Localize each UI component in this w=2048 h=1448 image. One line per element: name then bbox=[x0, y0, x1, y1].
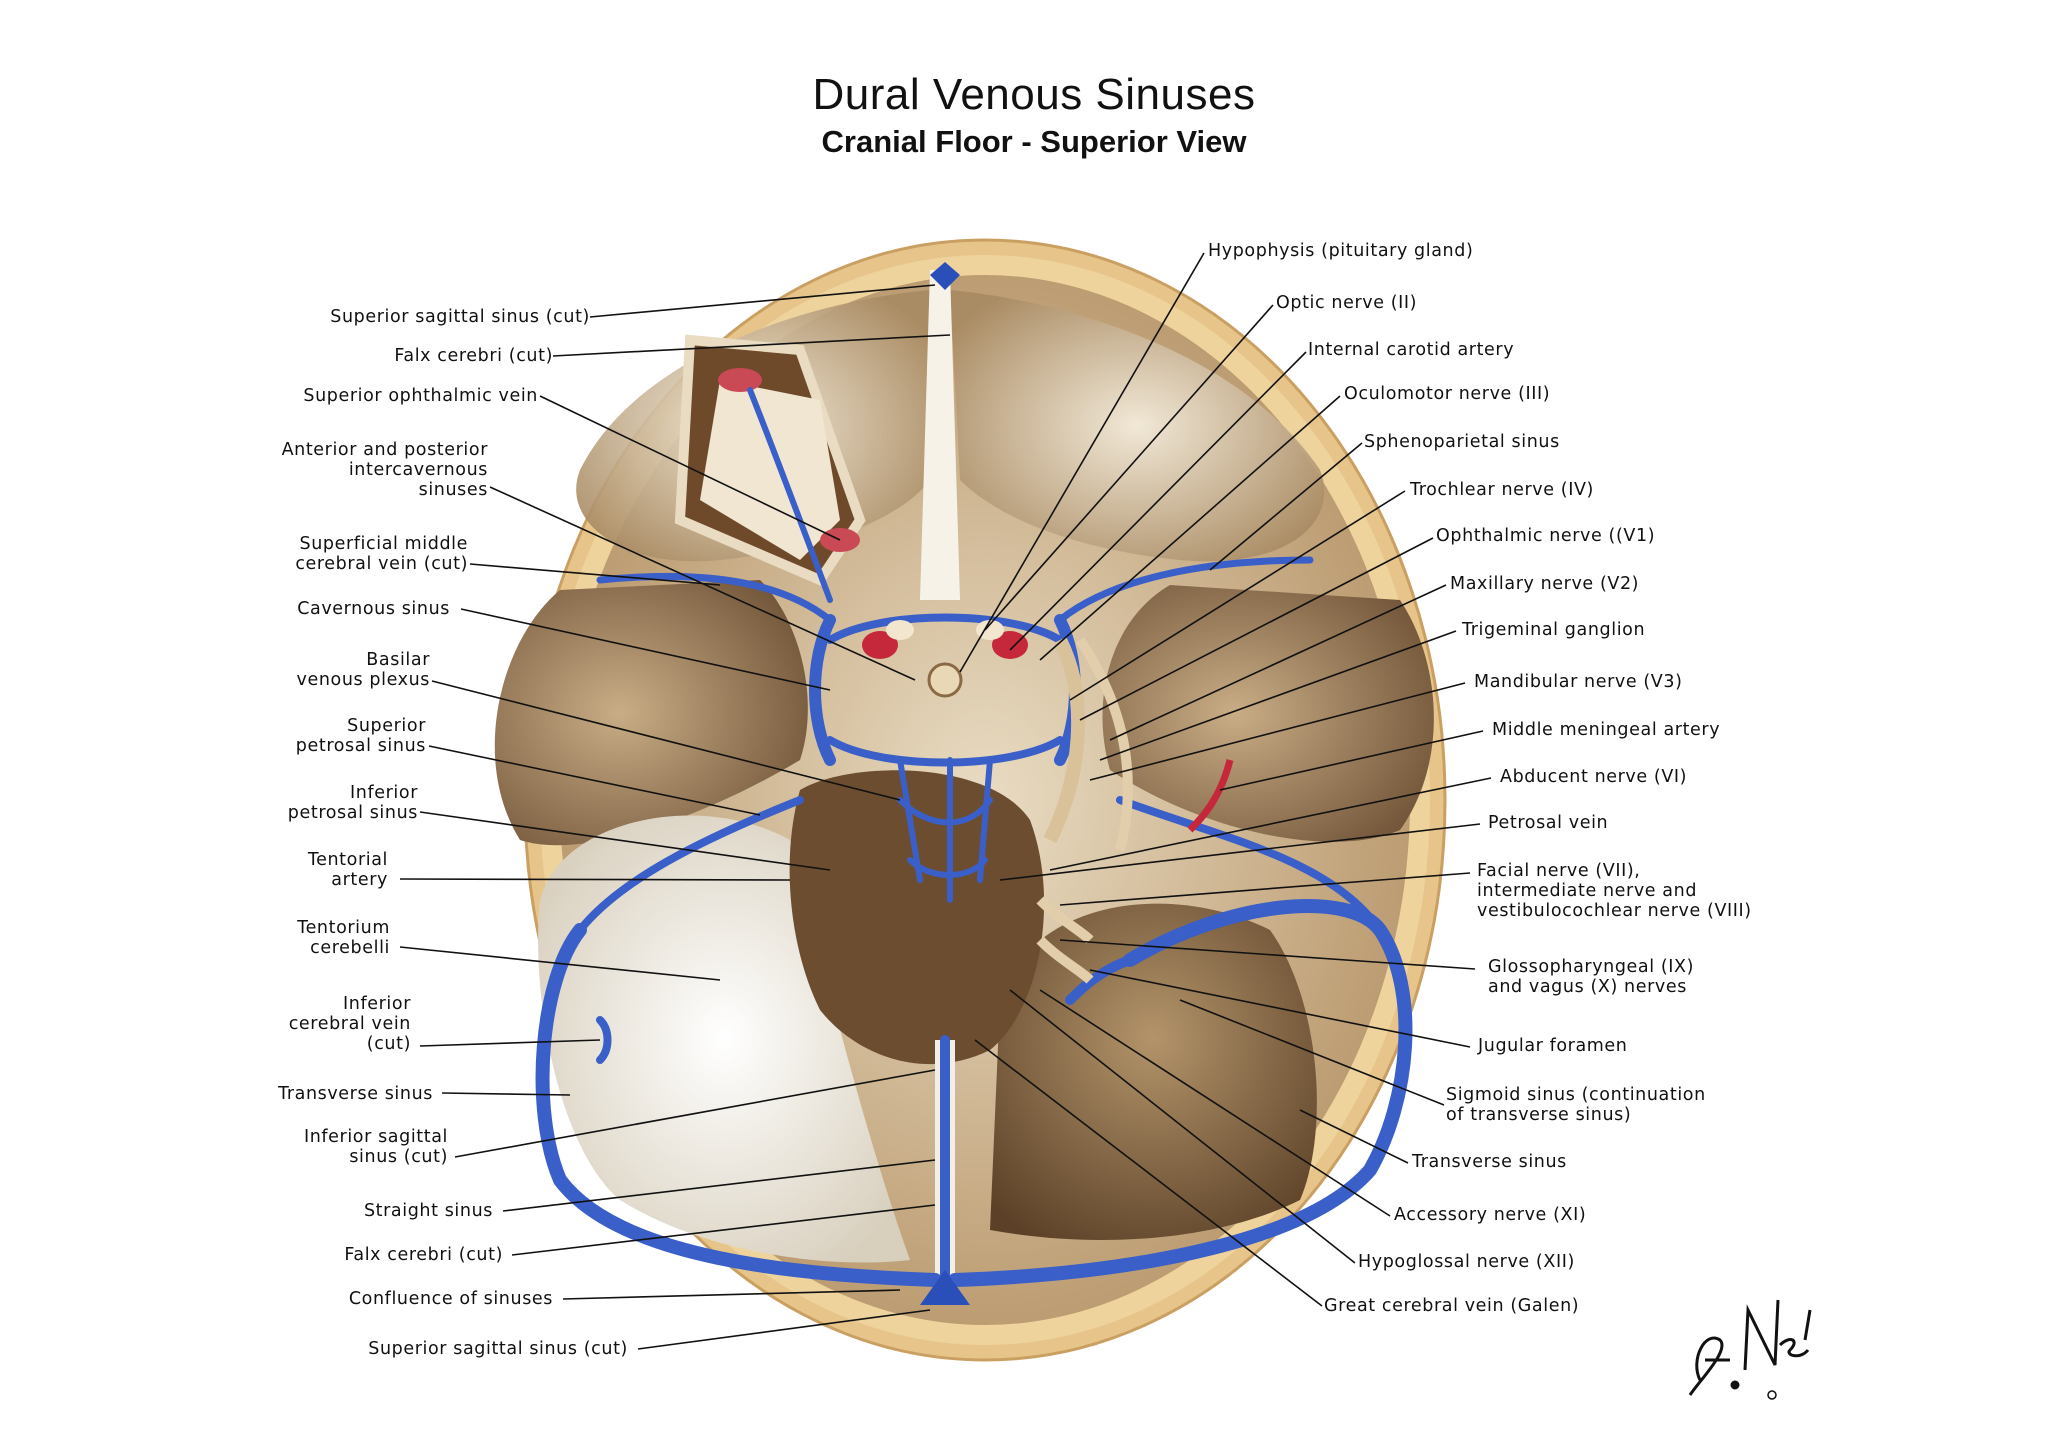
transverse-sinus-right-path bbox=[948, 899, 1413, 1287]
superior-sagittal-top-shape bbox=[930, 262, 960, 290]
sigmoid-sinus-path bbox=[1065, 955, 1135, 1005]
label-straight-sinus: Straight sinus bbox=[363, 1201, 493, 1221]
label-falx-cerebri-cut-top: Falx cerebri (cut) bbox=[394, 346, 553, 366]
crista-falx-anterior bbox=[920, 270, 960, 600]
label-facial-nerve: Facial nerve (VII), intermediate nerve a… bbox=[1477, 861, 1752, 921]
basilar-plexus bbox=[897, 757, 993, 903]
label-sphenoparietal-sinus: Sphenoparietal sinus bbox=[1364, 432, 1560, 452]
label-basilar-venous-plexus: Basilar venous plexus bbox=[296, 650, 430, 690]
label-great-cerebral-vein: Great cerebral vein (Galen) bbox=[1324, 1296, 1580, 1316]
label-inferior-sagittal-sinus: Inferior sagittal sinus (cut) bbox=[303, 1127, 448, 1167]
label-petrosal-vein: Petrosal vein bbox=[1488, 813, 1609, 833]
label-transverse-sinus-right: Transverse sinus bbox=[1412, 1152, 1567, 1172]
label-accessory-nerve: Accessory nerve (XI) bbox=[1394, 1205, 1587, 1225]
confluence-of-sinuses-shape bbox=[920, 1270, 970, 1305]
label-optic-nerve: Optic nerve (II) bbox=[1276, 293, 1418, 313]
label-superior-sagittal-sinus-cut-bottom: Superior sagittal sinus (cut) bbox=[368, 1339, 628, 1359]
label-maxillary-nerve: Maxillary nerve (V2) bbox=[1450, 574, 1640, 594]
middle-fossa-left bbox=[494, 580, 808, 846]
label-trigeminal-ganglion: Trigeminal ganglion bbox=[1462, 620, 1646, 640]
label-tentorium-cerebelli: Tentorium cerebelli bbox=[297, 918, 390, 958]
label-middle-meningeal-artery: Middle meningeal artery bbox=[1492, 720, 1721, 740]
label-hypoglossal-nerve: Hypoglossal nerve (XII) bbox=[1358, 1252, 1575, 1272]
label-inferior-petrosal-sinus: Inferior petrosal sinus bbox=[287, 783, 418, 823]
diagram-title: Dural Venous Sinuses bbox=[812, 70, 1256, 119]
label-transverse-sinus-left: Transverse sinus bbox=[278, 1084, 433, 1104]
label-sigmoid-sinus: Sigmoid sinus (continuation of transvers… bbox=[1446, 1085, 1706, 1125]
label-superior-petrosal-sinus: Superior petrosal sinus bbox=[295, 716, 426, 756]
artist-signature bbox=[1688, 1299, 1812, 1400]
label-jugular-foramen: Jugular foramen bbox=[1478, 1036, 1628, 1056]
label-intercavernous-sinuses: Anterior and posterior intercavernous si… bbox=[281, 440, 488, 500]
tentorium-left bbox=[538, 815, 910, 1263]
label-trochlear-nerve: Trochlear nerve (IV) bbox=[1410, 480, 1594, 500]
label-internal-carotid-artery: Internal carotid artery bbox=[1308, 340, 1515, 360]
anterior-fossa-right bbox=[950, 290, 1325, 562]
label-oculomotor-nerve: Oculomotor nerve (III) bbox=[1344, 384, 1551, 404]
label-falx-cerebri-cut-bottom: Falx cerebri (cut) bbox=[344, 1245, 503, 1265]
inferior-cerebral-vein-path bbox=[596, 1016, 612, 1064]
superior-ophthalmic bbox=[747, 387, 833, 603]
label-tentorial-artery: Tentorial artery bbox=[307, 850, 388, 890]
superior-petrosal-right bbox=[1116, 796, 1384, 934]
superior-petrosal-left bbox=[576, 796, 804, 934]
label-superior-ophthalmic-vein: Superior ophthalmic vein bbox=[303, 386, 538, 406]
transverse-sinus-left-path bbox=[535, 923, 942, 1287]
label-ophthalmic-nerve: Ophthalmic nerve ((V1) bbox=[1436, 526, 1656, 546]
label-inferior-cerebral-vein: Inferior cerebral vein (cut) bbox=[288, 994, 411, 1054]
label-glossopharyngeal-vagus: Glossopharyngeal (IX) and vagus (X) nerv… bbox=[1488, 957, 1695, 997]
label-abducent-nerve: Abducent nerve (VI) bbox=[1500, 767, 1688, 787]
label-cavernous-sinus: Cavernous sinus bbox=[297, 599, 450, 619]
label-hypophysis: Hypophysis (pituitary gland) bbox=[1208, 241, 1474, 261]
middle-fossa-right bbox=[1102, 585, 1434, 842]
cranial-nerves-arteries bbox=[862, 620, 1234, 984]
leader-lines bbox=[399, 252, 1492, 1350]
diagram-subtitle: Cranial Floor - Superior View bbox=[821, 124, 1247, 159]
label-confluence-of-sinuses: Confluence of sinuses bbox=[348, 1289, 553, 1309]
sphenoparietal-right bbox=[1056, 556, 1314, 624]
intercavernous bbox=[826, 613, 1064, 767]
label-mandibular-nerve: Mandibular nerve (V3) bbox=[1474, 672, 1683, 692]
cavernous-left bbox=[809, 614, 836, 766]
posterior-fossa-right bbox=[990, 903, 1317, 1240]
label-superficial-middle-cerebral-vein: Superficial middle cerebral vein (cut) bbox=[295, 534, 468, 574]
label-superior-sagittal-sinus-cut-top: Superior sagittal sinus (cut) bbox=[330, 307, 590, 327]
